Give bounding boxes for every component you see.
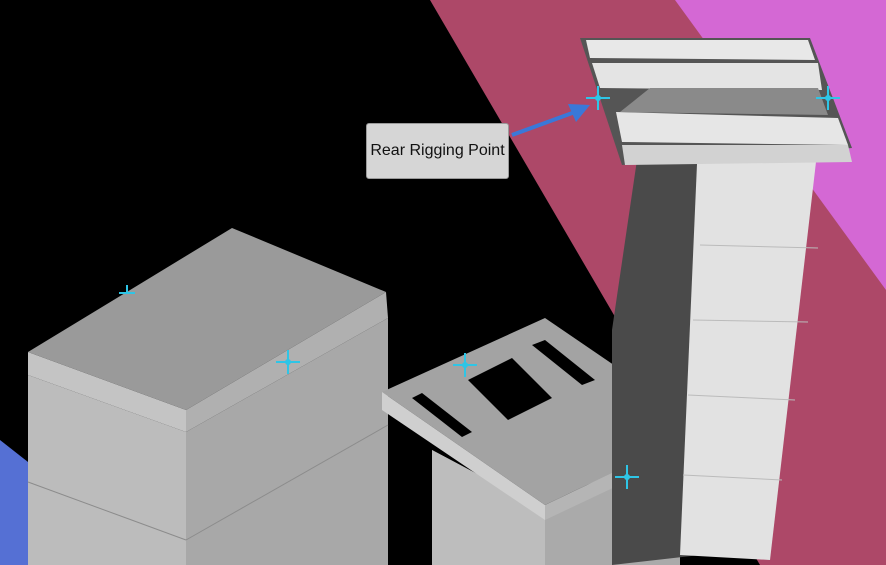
callout-label: Rear Rigging Point — [370, 142, 505, 159]
rigging-point-marker[interactable] — [615, 465, 639, 489]
pallet-slot — [412, 393, 472, 437]
rigging-point-marker[interactable] — [276, 350, 300, 374]
pallet-slot — [532, 340, 595, 385]
tall-column[interactable] — [612, 85, 822, 565]
pallet-opening — [468, 358, 552, 420]
rigging-point-marker[interactable] — [816, 86, 840, 110]
callout-arrow — [511, 104, 590, 137]
rigging-point-marker[interactable] — [453, 353, 477, 377]
rigging-point-marker[interactable] — [586, 86, 610, 110]
rear-rigging-point-callout: Rear Rigging Point — [366, 123, 509, 179]
rigging-point-marker[interactable] — [119, 285, 135, 294]
blue-floor-band — [0, 440, 28, 565]
left-stacked-box[interactable] — [27, 228, 389, 565]
top-rigging-frame[interactable] — [580, 38, 852, 165]
